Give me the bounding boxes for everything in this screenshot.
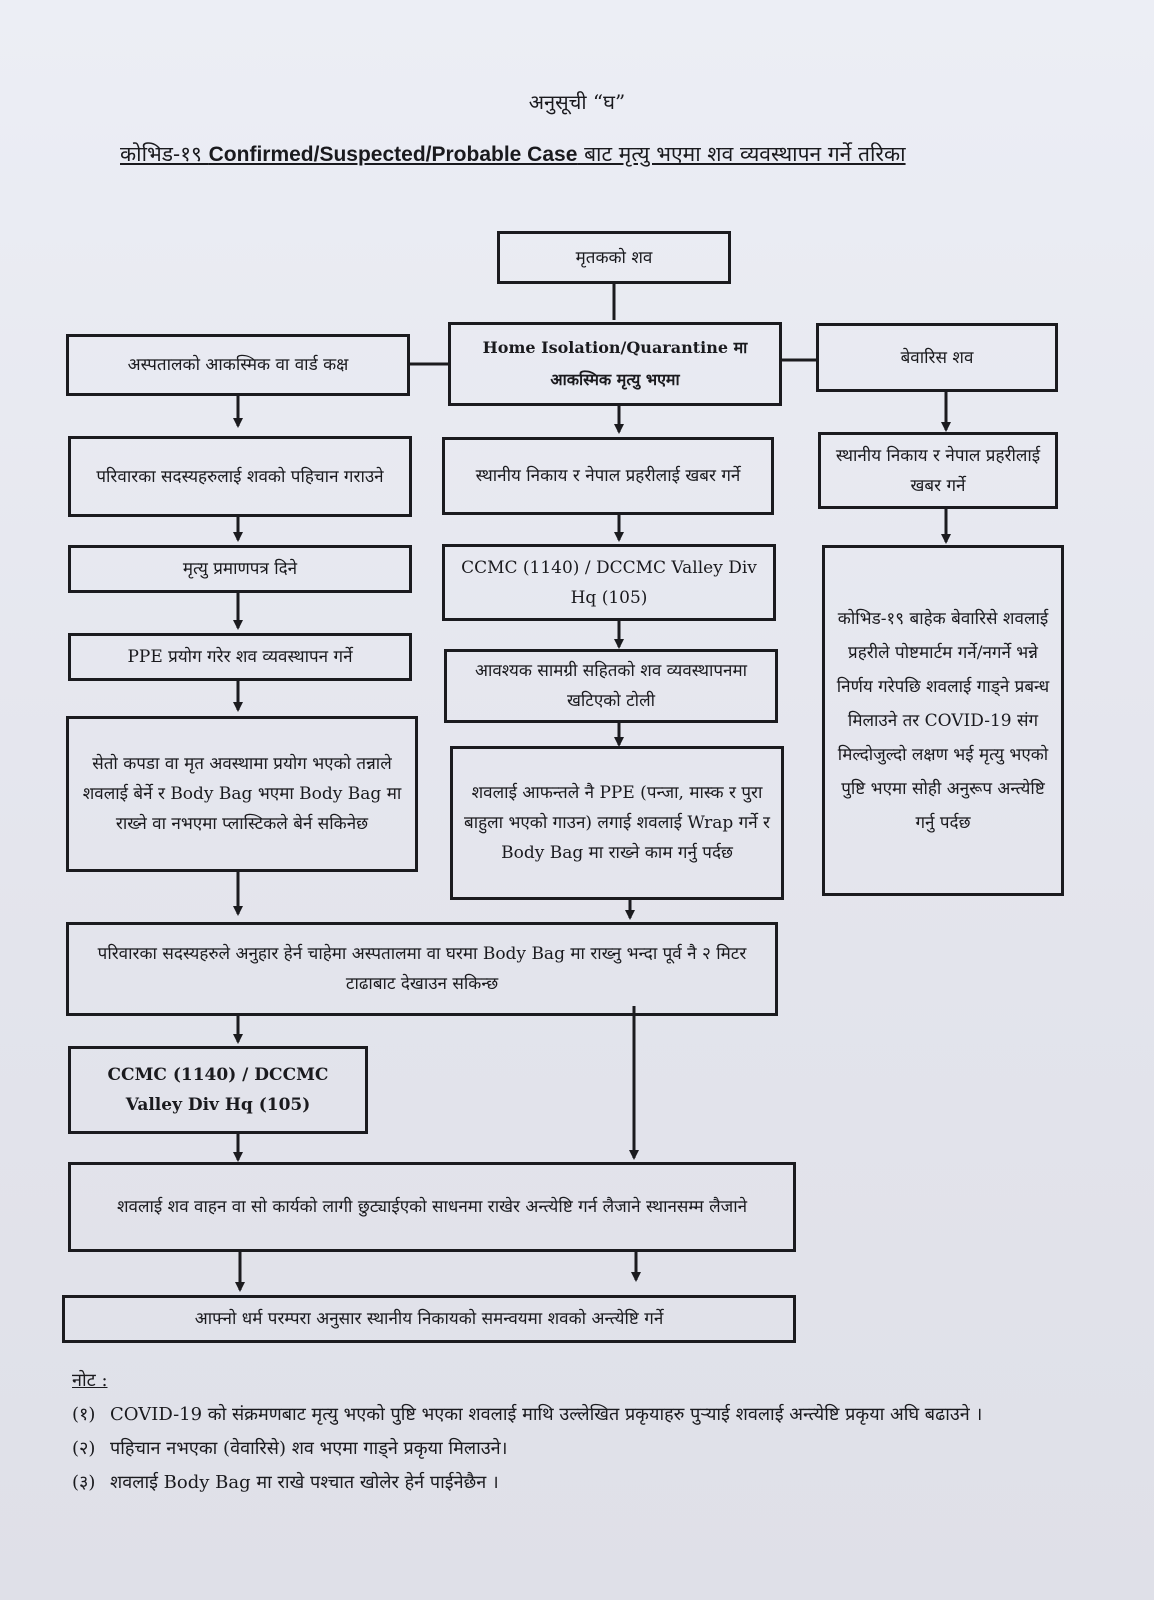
note-text: पहिचान नभएका (वेवारिसे) शव भएमा गाड्ने प…	[110, 1438, 508, 1459]
box-right-postmortem: कोभिड-१९ बाहेक बेवारिसे शवलाई प्रहरीले प…	[822, 545, 1064, 896]
note-number: (१)	[72, 1404, 96, 1425]
box-middle-home-isolation: Home Isolation/Quarantine मा आकस्मिक मृत…	[448, 322, 782, 406]
note-number: (३)	[72, 1472, 96, 1493]
box-middle-family-ppe: शवलाई आफन्तले नै PPE (पन्जा, मास्क र पुर…	[450, 746, 784, 900]
box-right-inform: स्थानीय निकाय र नेपाल प्रहरीलाई खबर गर्न…	[818, 432, 1058, 509]
box-family-view: परिवारका सदस्यहरुले अनुहार हेर्न चाहेमा …	[66, 922, 778, 1016]
schedule-heading: अनुसूची “घ”	[528, 90, 626, 114]
page-title: कोभिड-१९ Confirmed/Suspected/Probable Ca…	[120, 135, 980, 174]
note-text: COVID-19 को संक्रमणबाट मृत्यु भएको पुष्ट…	[110, 1404, 983, 1425]
notes-title: नोट :	[72, 1370, 108, 1391]
box-right-unclaimed: बेवारिस शव	[816, 323, 1058, 392]
box-middle-inform: स्थानीय निकाय र नेपाल प्रहरीलाई खबर गर्न…	[442, 437, 774, 515]
note-item: (१) COVID-19 को संक्रमणबाट मृत्यु भएको पु…	[72, 1398, 1102, 1432]
box-bottom-ccmc: CCMC (1140) / DCCMC Valley Div Hq (105)	[68, 1046, 368, 1134]
title-suffix: बाट मृत्यु भएमा शव व्यवस्थापन गर्ने तरिक…	[577, 142, 906, 166]
box-middle-ccmc: CCMC (1140) / DCCMC Valley Div Hq (105)	[442, 544, 776, 621]
box-root-deceased: मृतकको शव	[497, 231, 731, 284]
notes-section: नोट : (१) COVID-19 को संक्रमणबाट मृत्यु भ…	[72, 1364, 1102, 1500]
box-transport: शवलाई शव वाहन वा सो कार्यको लागी छुट्याई…	[68, 1162, 796, 1252]
title-english: Confirmed/Suspected/Probable Case	[208, 143, 578, 166]
note-text: शवलाई Body Bag मा राखे पश्चात खोलेर हेर्…	[110, 1472, 499, 1493]
box-left-identify: परिवारका सदस्यहरुलाई शवको पहिचान गराउने	[68, 436, 412, 517]
box-left-hospital: अस्पतालको आकस्मिक वा वार्ड कक्ष	[66, 334, 410, 396]
title-prefix: कोभिड-१९	[120, 142, 209, 166]
box-funeral: आफ्नो धर्म परम्परा अनुसार स्थानीय निकायक…	[62, 1295, 796, 1343]
box-middle-team: आवश्यक सामग्री सहितको शव व्यवस्थापनमा खट…	[444, 649, 778, 723]
box-left-ppe: PPE प्रयोग गरेर शव व्यवस्थापन गर्ने	[68, 633, 412, 681]
box-left-certificate: मृत्यु प्रमाणपत्र दिने	[68, 545, 412, 593]
note-item: (३) शवलाई Body Bag मा राखे पश्चात खोलेर ह…	[72, 1466, 1102, 1500]
box-left-wrap: सेतो कपडा वा मृत अवस्थामा प्रयोग भएको तन…	[66, 716, 418, 872]
note-item: (२) पहिचान नभएका (वेवारिसे) शव भएमा गाड्न…	[72, 1432, 1102, 1466]
note-number: (२)	[72, 1438, 96, 1459]
